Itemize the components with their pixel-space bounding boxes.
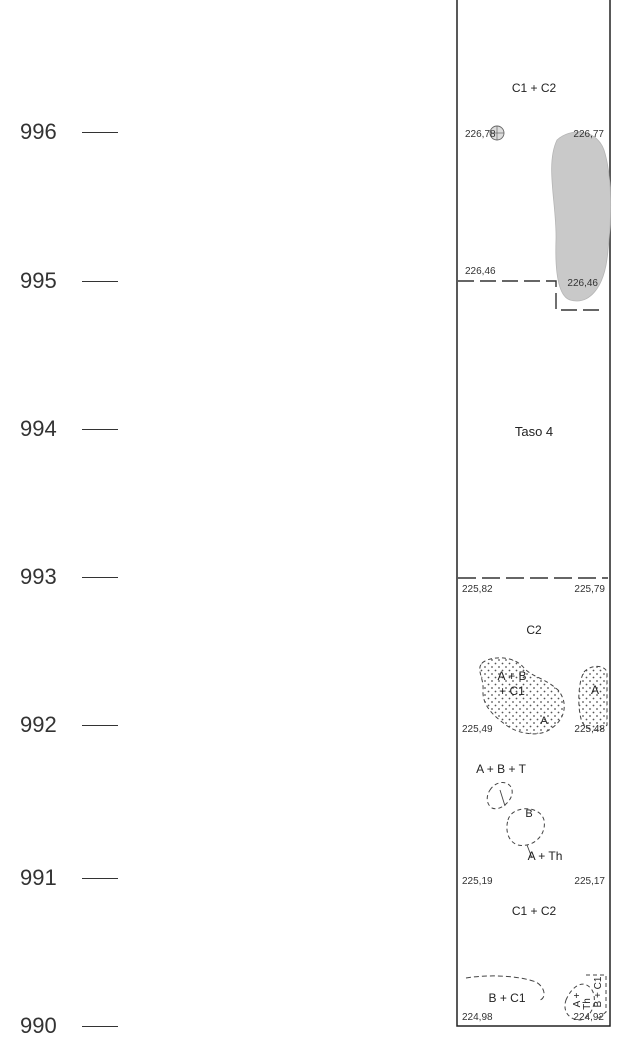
- layer-label-top: C1 + C2: [512, 81, 557, 95]
- elevation-label: 226,77: [573, 129, 604, 140]
- feature-label-abt: A + B + T: [476, 762, 526, 776]
- scale-label-993: 993: [20, 564, 57, 589]
- feature-abc1: [479, 657, 565, 735]
- elevation-label: 225,17: [574, 876, 605, 887]
- layer-label-taso: Taso 4: [515, 424, 553, 439]
- elevation-label: 226,46: [567, 278, 598, 289]
- feature-b-pointer: [526, 844, 533, 859]
- feature-label-abc1-line1: A + B: [497, 669, 526, 683]
- scale-label-992: 992: [20, 712, 57, 737]
- feature-label-th-small: Th: [582, 998, 593, 1010]
- scale-tick-996: [82, 132, 118, 133]
- feature-label-a-right: A: [591, 683, 599, 697]
- feature-bc1-right: [586, 974, 607, 1021]
- grey-stain: [551, 131, 611, 302]
- scale-tick-992: [82, 725, 118, 726]
- scale-label-996: 996: [20, 119, 57, 144]
- feature-abt: [486, 782, 513, 810]
- boundary-995: [458, 280, 604, 311]
- feature-abt-pointer: [499, 789, 506, 807]
- elevation-label: 225,79: [574, 584, 605, 595]
- elevation-label: 226,46: [465, 266, 496, 277]
- hatched-marker: [489, 125, 505, 141]
- elevation-label: 224,98: [462, 1012, 493, 1023]
- scale-label-995: 995: [20, 268, 57, 293]
- layer-label-base: B + C1: [488, 991, 525, 1005]
- feature-label-ath: A + Th: [528, 849, 563, 863]
- layer-label-bottom: C1 + C2: [512, 904, 557, 918]
- elevation-label: 225,48: [574, 724, 605, 735]
- layer-label-c2: C2: [526, 623, 542, 637]
- feature-label-a-plus: A +: [572, 992, 583, 1007]
- elevation-label: 226,78: [465, 129, 496, 140]
- elevation-label: 224,92: [573, 1012, 604, 1023]
- scale-tick-990: [82, 1026, 118, 1027]
- feature-b: [506, 808, 545, 846]
- scale-tick-995: [82, 281, 118, 282]
- feature-a-th-small: [564, 983, 595, 1021]
- feature-label-b: B: [525, 808, 532, 820]
- feature-a-right: [578, 665, 608, 731]
- scale-tick-994: [82, 429, 118, 430]
- scale-label-994: 994: [20, 416, 57, 441]
- scale-label-990: 990: [20, 1013, 57, 1038]
- elevation-label: 225,19: [462, 876, 493, 887]
- feature-label-a-small: A: [540, 715, 548, 727]
- scale-tick-993: [82, 577, 118, 578]
- scale-label-991: 991: [20, 865, 57, 890]
- feature-label-bc1-right: B + C1: [593, 976, 604, 1007]
- feature-label-abc1-line2: + C1: [499, 684, 525, 698]
- elevation-label: 225,49: [462, 724, 493, 735]
- scale-tick-991: [82, 878, 118, 879]
- elevation-label: 225,82: [462, 584, 493, 595]
